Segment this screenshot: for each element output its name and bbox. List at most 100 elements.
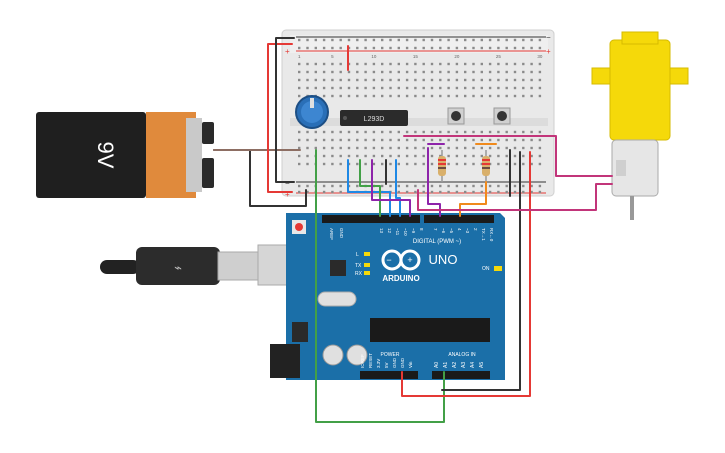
breadboard-hole[interactable]: [322, 162, 326, 166]
breadboard-hole[interactable]: [497, 130, 500, 134]
breadboard-hole[interactable]: [538, 154, 542, 158]
breadboard-hole[interactable]: [314, 62, 317, 66]
breadboard-hole[interactable]: [397, 62, 400, 66]
breadboard-hole[interactable]: [372, 62, 376, 66]
breadboard-hole[interactable]: [447, 184, 450, 188]
breadboard-hole[interactable]: [488, 94, 492, 98]
breadboard-hole[interactable]: [339, 70, 342, 74]
usb-cable[interactable]: ⌁: [100, 247, 261, 285]
breadboard-hole[interactable]: [364, 162, 367, 166]
breadboard-hole[interactable]: [364, 154, 367, 158]
breadboard-hole[interactable]: [414, 46, 417, 50]
breadboard-hole[interactable]: [372, 38, 376, 42]
breadboard-hole[interactable]: [464, 130, 467, 134]
breadboard-hole[interactable]: [322, 78, 326, 82]
breadboard-hole[interactable]: [356, 38, 359, 42]
breadboard-hole[interactable]: [356, 78, 359, 82]
breadboard-hole[interactable]: [513, 38, 517, 42]
breadboard-hole[interactable]: [505, 190, 508, 194]
breadboard-hole[interactable]: [422, 130, 425, 134]
breadboard-hole[interactable]: [397, 146, 400, 150]
breadboard-hole[interactable]: [422, 190, 425, 194]
breadboard-hole[interactable]: [430, 94, 434, 98]
breadboard-hole[interactable]: [298, 154, 301, 158]
breadboard-hole[interactable]: [422, 86, 425, 90]
breadboard-hole[interactable]: [464, 190, 467, 194]
breadboard-hole[interactable]: [364, 94, 367, 98]
potentiometer[interactable]: [295, 95, 329, 129]
breadboard-hole[interactable]: [472, 46, 475, 50]
breadboard-hole[interactable]: [414, 184, 417, 188]
breadboard-hole[interactable]: [405, 146, 409, 150]
breadboard-hole[interactable]: [447, 94, 450, 98]
breadboard-hole[interactable]: [464, 78, 467, 82]
breadboard-hole[interactable]: [405, 38, 409, 42]
breadboard-hole[interactable]: [356, 138, 359, 142]
breadboard-hole[interactable]: [455, 46, 459, 50]
breadboard-hole[interactable]: [447, 46, 450, 50]
breadboard-hole[interactable]: [405, 130, 409, 134]
breadboard-hole[interactable]: [298, 184, 301, 188]
breadboard-hole[interactable]: [381, 146, 384, 150]
breadboard-hole[interactable]: [505, 86, 508, 90]
breadboard-hole[interactable]: [488, 190, 492, 194]
breadboard-hole[interactable]: [447, 70, 450, 74]
breadboard-hole[interactable]: [530, 146, 533, 150]
breadboard-hole[interactable]: [497, 146, 500, 150]
breadboard-hole[interactable]: [381, 162, 384, 166]
breadboard-hole[interactable]: [397, 162, 400, 166]
breadboard-hole[interactable]: [414, 38, 417, 42]
breadboard-hole[interactable]: [414, 86, 417, 90]
breadboard-hole[interactable]: [331, 38, 334, 42]
resistor-1[interactable]: [438, 150, 446, 182]
breadboard-hole[interactable]: [314, 130, 317, 134]
breadboard-hole[interactable]: [480, 146, 483, 150]
breadboard-hole[interactable]: [306, 46, 309, 50]
breadboard-hole[interactable]: [381, 78, 384, 82]
breadboard-hole[interactable]: [497, 62, 500, 66]
breadboard-hole[interactable]: [480, 190, 483, 194]
breadboard-hole[interactable]: [306, 162, 309, 166]
breadboard-hole[interactable]: [306, 184, 309, 188]
breadboard-hole[interactable]: [488, 138, 492, 142]
breadboard-hole[interactable]: [505, 162, 508, 166]
breadboard-hole[interactable]: [488, 38, 492, 42]
breadboard-hole[interactable]: [513, 130, 517, 134]
breadboard-hole[interactable]: [538, 86, 542, 90]
breadboard-hole[interactable]: [497, 70, 500, 74]
breadboard-hole[interactable]: [389, 94, 392, 98]
breadboard-hole[interactable]: [480, 130, 483, 134]
breadboard-hole[interactable]: [464, 94, 467, 98]
breadboard-hole[interactable]: [455, 184, 459, 188]
breadboard-hole[interactable]: [488, 154, 492, 158]
breadboard-hole[interactable]: [455, 38, 459, 42]
breadboard-hole[interactable]: [464, 38, 467, 42]
breadboard-hole[interactable]: [530, 62, 533, 66]
breadboard-hole[interactable]: [372, 94, 376, 98]
breadboard-hole[interactable]: [364, 86, 367, 90]
breadboard-hole[interactable]: [497, 154, 500, 158]
breadboard-hole[interactable]: [480, 138, 483, 142]
breadboard-hole[interactable]: [322, 62, 326, 66]
breadboard-hole[interactable]: [422, 78, 425, 82]
breadboard-hole[interactable]: [447, 154, 450, 158]
breadboard-hole[interactable]: [397, 94, 400, 98]
breadboard-hole[interactable]: [530, 184, 533, 188]
breadboard-hole[interactable]: [372, 146, 376, 150]
breadboard-hole[interactable]: [347, 86, 351, 90]
breadboard-hole[interactable]: [381, 130, 384, 134]
breadboard-hole[interactable]: [472, 94, 475, 98]
breadboard-hole[interactable]: [347, 94, 351, 98]
breadboard-hole[interactable]: [480, 162, 483, 166]
breadboard-hole[interactable]: [298, 70, 301, 74]
breadboard-hole[interactable]: [314, 78, 317, 82]
battery-9v[interactable]: 9V: [36, 112, 214, 198]
breadboard-hole[interactable]: [472, 62, 475, 66]
breadboard-hole[interactable]: [497, 78, 500, 82]
breadboard-hole[interactable]: [522, 86, 525, 90]
l293d-chip[interactable]: L293D: [340, 110, 408, 126]
breadboard-hole[interactable]: [538, 138, 542, 142]
breadboard-hole[interactable]: [538, 46, 542, 50]
breadboard-hole[interactable]: [430, 130, 434, 134]
breadboard-hole[interactable]: [306, 130, 309, 134]
